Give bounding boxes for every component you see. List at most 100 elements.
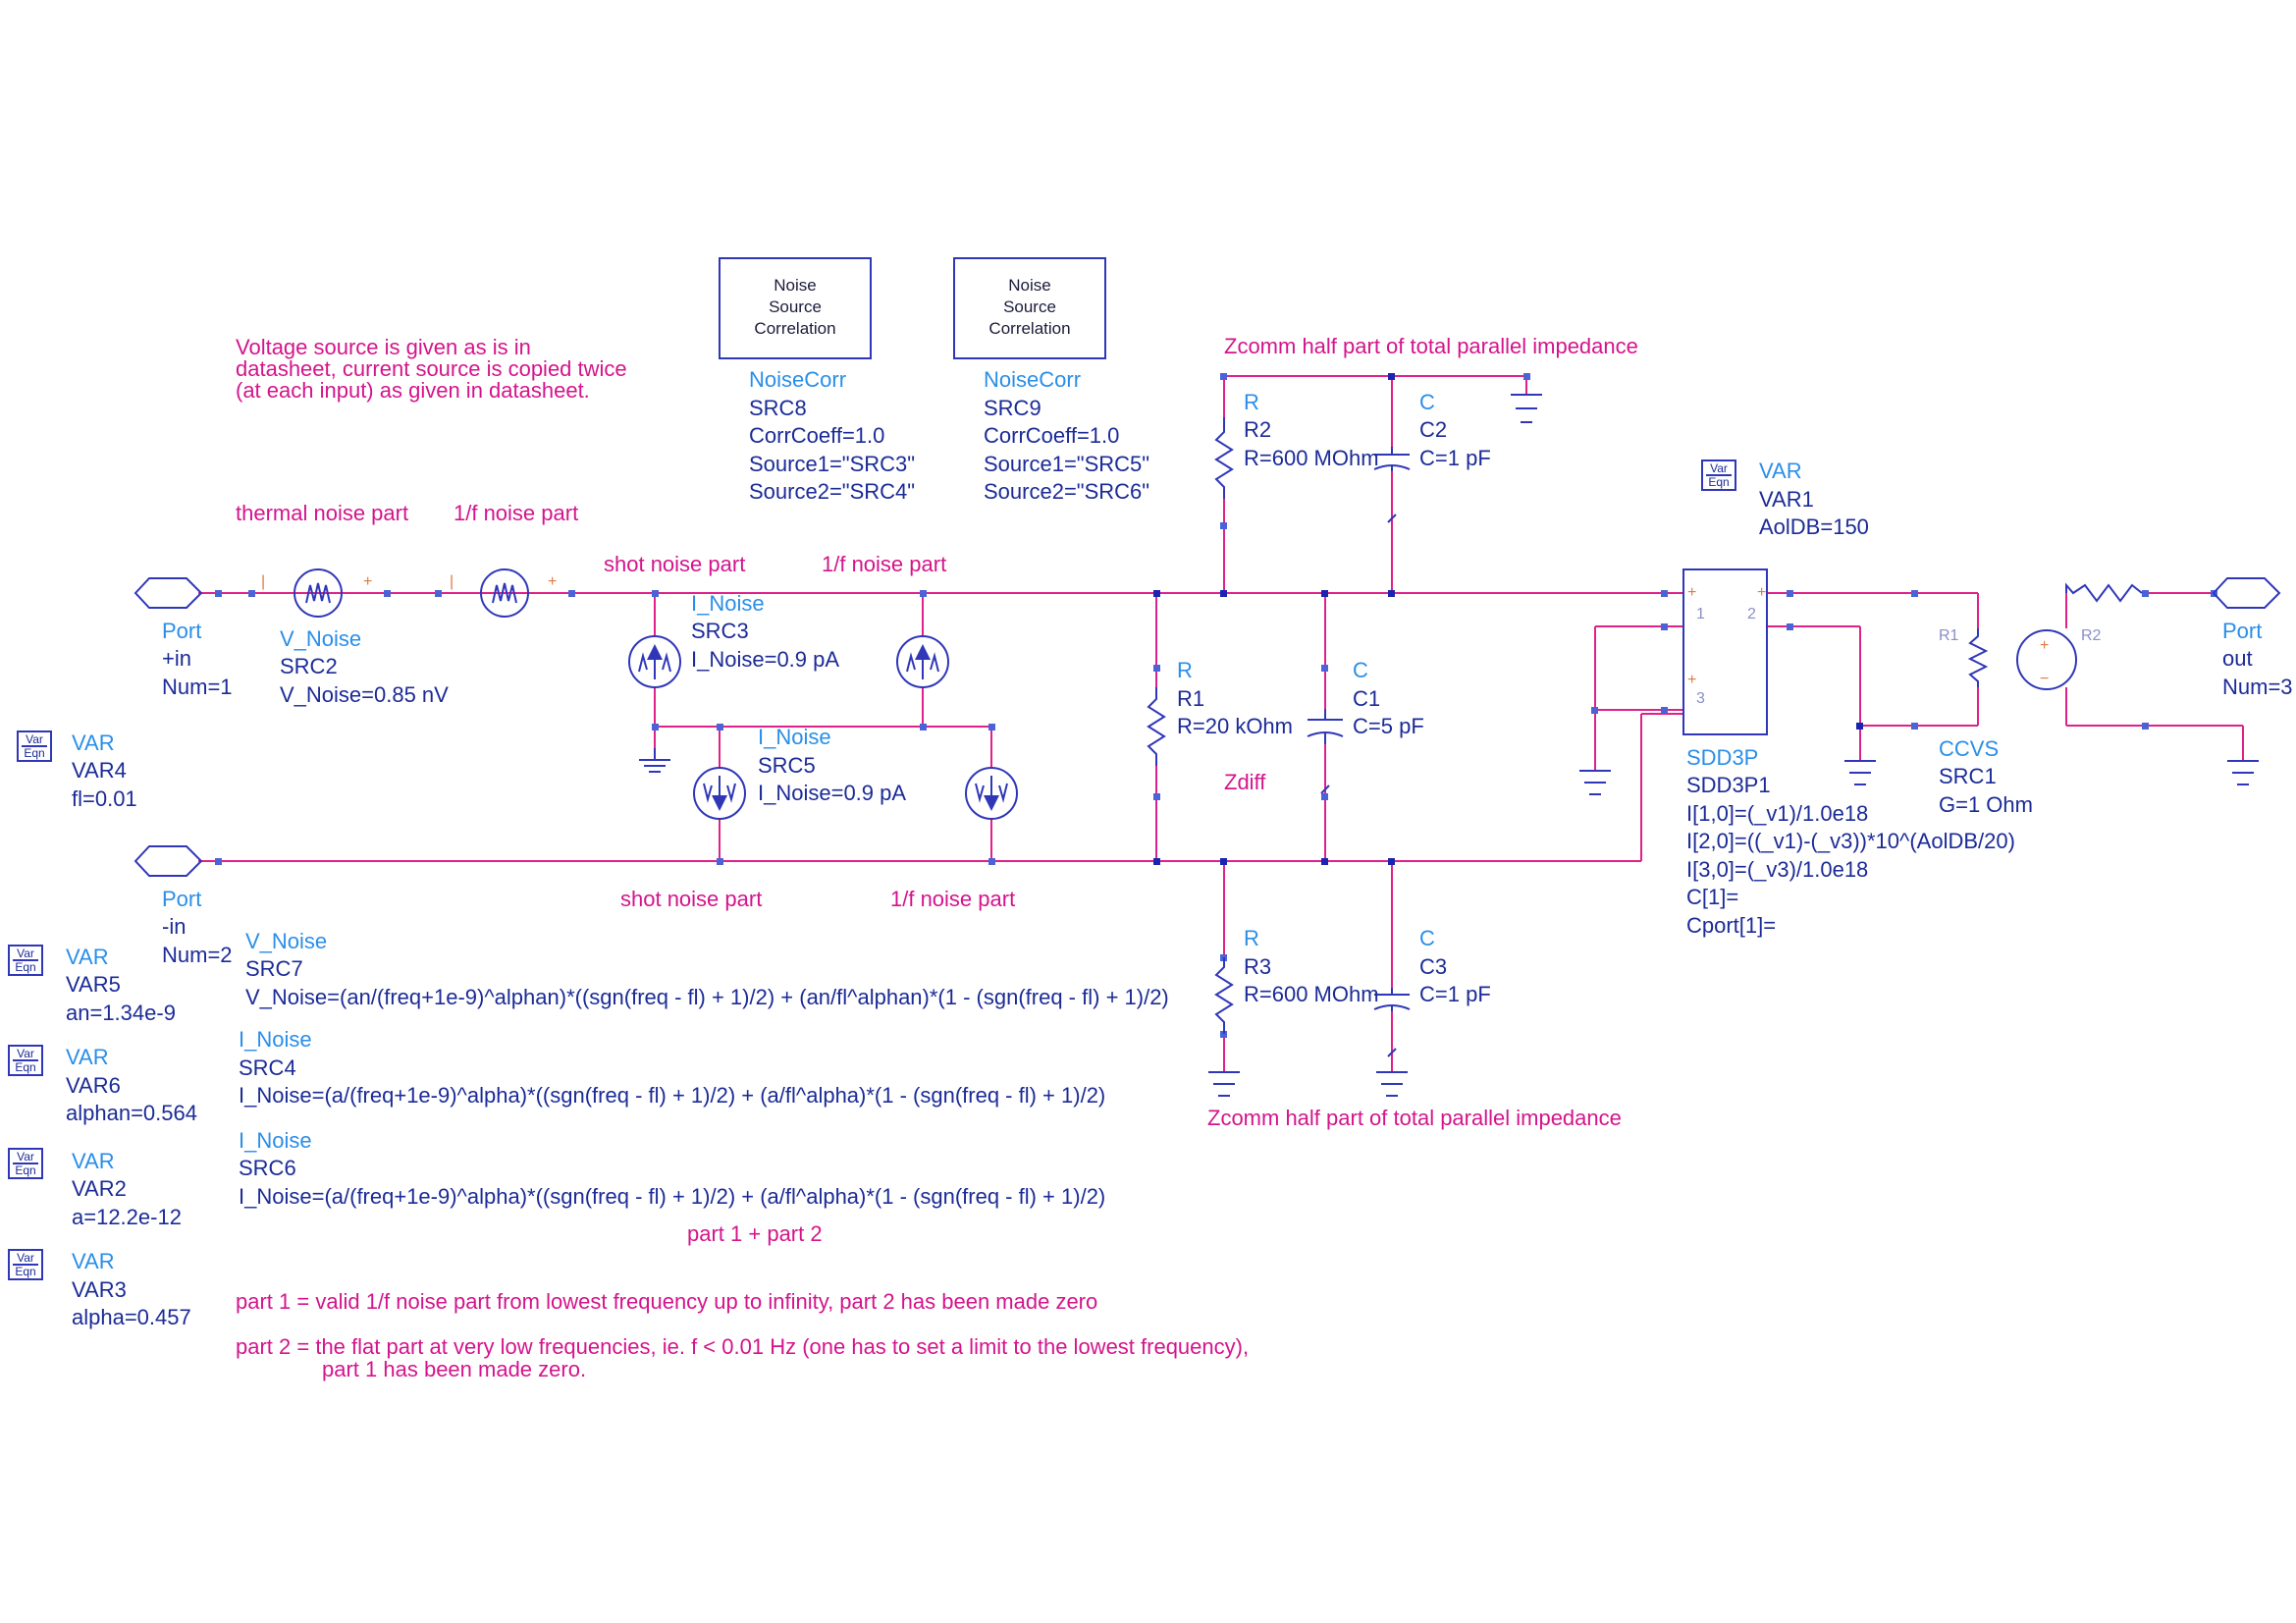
component-name: C3 xyxy=(1419,954,1447,979)
var6-labels: VAR VAR6 alphan=0.564 xyxy=(66,1045,197,1125)
src7-labels: V_Noise SRC7 V_Noise=(an/(freq+1e-9)^alp… xyxy=(245,929,1169,1009)
junctions xyxy=(215,373,2217,1038)
component-type: V_Noise xyxy=(245,929,327,953)
port-in-minus[interactable] xyxy=(133,845,203,877)
component-name: C2 xyxy=(1419,417,1447,442)
component-param: fl=0.01 xyxy=(72,786,137,811)
component-param: R=600 MOhm xyxy=(1244,982,1379,1006)
component-type: NoiseCorr xyxy=(749,367,846,392)
component-param: C=1 pF xyxy=(1419,446,1491,470)
shot-noise-label: shot noise part xyxy=(604,552,745,576)
var-eqn-icon[interactable]: Var Eqn xyxy=(1701,460,1736,491)
capacitor-c3[interactable] xyxy=(1373,988,1411,1057)
c3-labels: C C3 C=1 pF xyxy=(1419,926,1491,1006)
component-type: CCVS xyxy=(1939,736,1999,761)
svg-text:Var: Var xyxy=(17,1150,34,1163)
component-param: an=1.34e-9 xyxy=(66,1001,176,1025)
component-param: CorrCoeff=1.0 xyxy=(749,423,884,448)
plus-pin-label: + xyxy=(1687,672,1696,688)
var-eqn-icon[interactable]: Var Eqn xyxy=(17,730,52,762)
sdd-pin1-label: 1 xyxy=(1696,606,1705,622)
shot-noise-label: shot noise part xyxy=(620,887,762,911)
var-eqn-icon[interactable]: Var Eqn xyxy=(8,1249,43,1280)
component-type: I_Noise xyxy=(239,1128,312,1153)
capacitor-c1[interactable] xyxy=(1307,709,1344,794)
src2-labels: V_Noise SRC2 V_Noise=0.85 nV xyxy=(280,626,449,707)
plus-pin-label: + xyxy=(1687,584,1696,601)
component-type: C xyxy=(1353,658,1368,682)
component-name: VAR1 xyxy=(1759,487,1814,512)
component-type: V_Noise xyxy=(280,626,361,651)
component-name: VAR2 xyxy=(72,1176,127,1201)
component-param: Source2="SRC4" xyxy=(749,479,915,504)
noisecorr-box-line2: Source xyxy=(769,298,822,316)
one-f-noise-label: 1/f noise part xyxy=(822,552,946,576)
ccvs-r2-label: R2 xyxy=(2081,627,2102,644)
component-name: VAR4 xyxy=(72,758,127,783)
svg-text:Eqn: Eqn xyxy=(15,1163,35,1177)
svg-text:Eqn: Eqn xyxy=(24,746,44,760)
ground-c3 xyxy=(1376,1071,1408,1097)
component-param: CorrCoeff=1.0 xyxy=(984,423,1119,448)
plus-pin-label: + xyxy=(2040,637,2049,654)
i-noise-source-src3[interactable] xyxy=(628,635,681,688)
svg-text:Var: Var xyxy=(17,947,34,960)
noisecorr-box-line1: Noise xyxy=(774,276,816,295)
i-noise-source-src5[interactable] xyxy=(693,767,746,820)
component-type: I_Noise xyxy=(758,725,831,749)
svg-text:Var: Var xyxy=(17,1251,34,1265)
component-name: SRC1 xyxy=(1939,764,1997,788)
component-name: R3 xyxy=(1244,954,1271,979)
v-noise-source-1f[interactable]: | + xyxy=(450,568,557,618)
resistor-r1[interactable] xyxy=(1147,687,1166,766)
port-in-plus[interactable] xyxy=(133,577,203,609)
plus-pin-label: + xyxy=(1757,584,1766,601)
component-type: C xyxy=(1419,390,1435,414)
svg-text:Var: Var xyxy=(17,1047,34,1060)
c2-labels: C C2 C=1 pF xyxy=(1419,390,1491,470)
component-param: R=600 MOhm xyxy=(1244,446,1379,470)
zcomm-top-label: Zcomm half part of total parallel impeda… xyxy=(1224,334,1638,358)
sdd3p-block[interactable]: 1 2 3 + + + xyxy=(1682,568,1768,735)
minus-pin-label: | xyxy=(450,573,454,590)
i-noise-source-1f-bottom[interactable] xyxy=(965,767,1018,820)
port-out[interactable] xyxy=(2212,577,2281,609)
var2-labels: VAR VAR2 a=12.2e-12 xyxy=(72,1149,182,1229)
source-note-line1: Voltage source is given as is in xyxy=(236,335,531,359)
r1-labels: R R1 R=20 kOhm xyxy=(1177,658,1293,738)
component-param: Source1="SRC3" xyxy=(749,452,915,476)
var-eqn-icon[interactable]: Var Eqn xyxy=(8,945,43,976)
component-type: Port xyxy=(162,887,201,911)
zdiff-label: Zdiff xyxy=(1224,770,1266,794)
component-param: I_Noise=0.9 pA xyxy=(691,647,839,672)
capacitor-c2[interactable] xyxy=(1373,447,1411,523)
resistor-r3[interactable] xyxy=(1214,957,1234,1034)
component-name: +in xyxy=(162,646,191,671)
component-name: -in xyxy=(162,914,186,939)
ground-sdd-out xyxy=(1844,760,1876,785)
component-type: I_Noise xyxy=(691,591,765,616)
var4-labels: VAR VAR4 fl=0.01 xyxy=(72,730,137,811)
var5-labels: VAR VAR5 an=1.34e-9 xyxy=(66,945,176,1025)
component-type: VAR xyxy=(66,945,109,969)
component-param: Num=1 xyxy=(162,675,233,699)
src4-labels: I_Noise SRC4 I_Noise=(a/(freq+1e-9)^alph… xyxy=(239,1027,1105,1108)
var-eqn-icon[interactable]: Var Eqn xyxy=(8,1045,43,1076)
component-type: Port xyxy=(2222,619,2262,643)
component-type: VAR xyxy=(72,730,115,755)
noisecorr-src9-box[interactable]: Noise Source Correlation xyxy=(953,257,1106,359)
sdd-pin2-label: 2 xyxy=(1747,606,1756,622)
ccvs-r1-resistor[interactable]: R1 xyxy=(1939,627,1989,687)
r3-labels: R R3 R=600 MOhm xyxy=(1244,926,1379,1006)
v-noise-source-thermal[interactable]: | + xyxy=(261,568,372,618)
ccvs-r2-source[interactable]: + − R2 xyxy=(2016,582,2143,690)
component-type: R xyxy=(1244,390,1259,414)
component-name: SRC7 xyxy=(245,956,303,981)
component-name: VAR6 xyxy=(66,1073,121,1098)
wires xyxy=(198,375,2244,1072)
resistor-r2[interactable] xyxy=(1214,417,1234,499)
noisecorr-src8-box[interactable]: Noise Source Correlation xyxy=(719,257,872,359)
ground-sdd-in xyxy=(1579,770,1611,795)
var-eqn-icon[interactable]: Var Eqn xyxy=(8,1148,43,1179)
i-noise-source-1f-top[interactable] xyxy=(896,635,949,688)
